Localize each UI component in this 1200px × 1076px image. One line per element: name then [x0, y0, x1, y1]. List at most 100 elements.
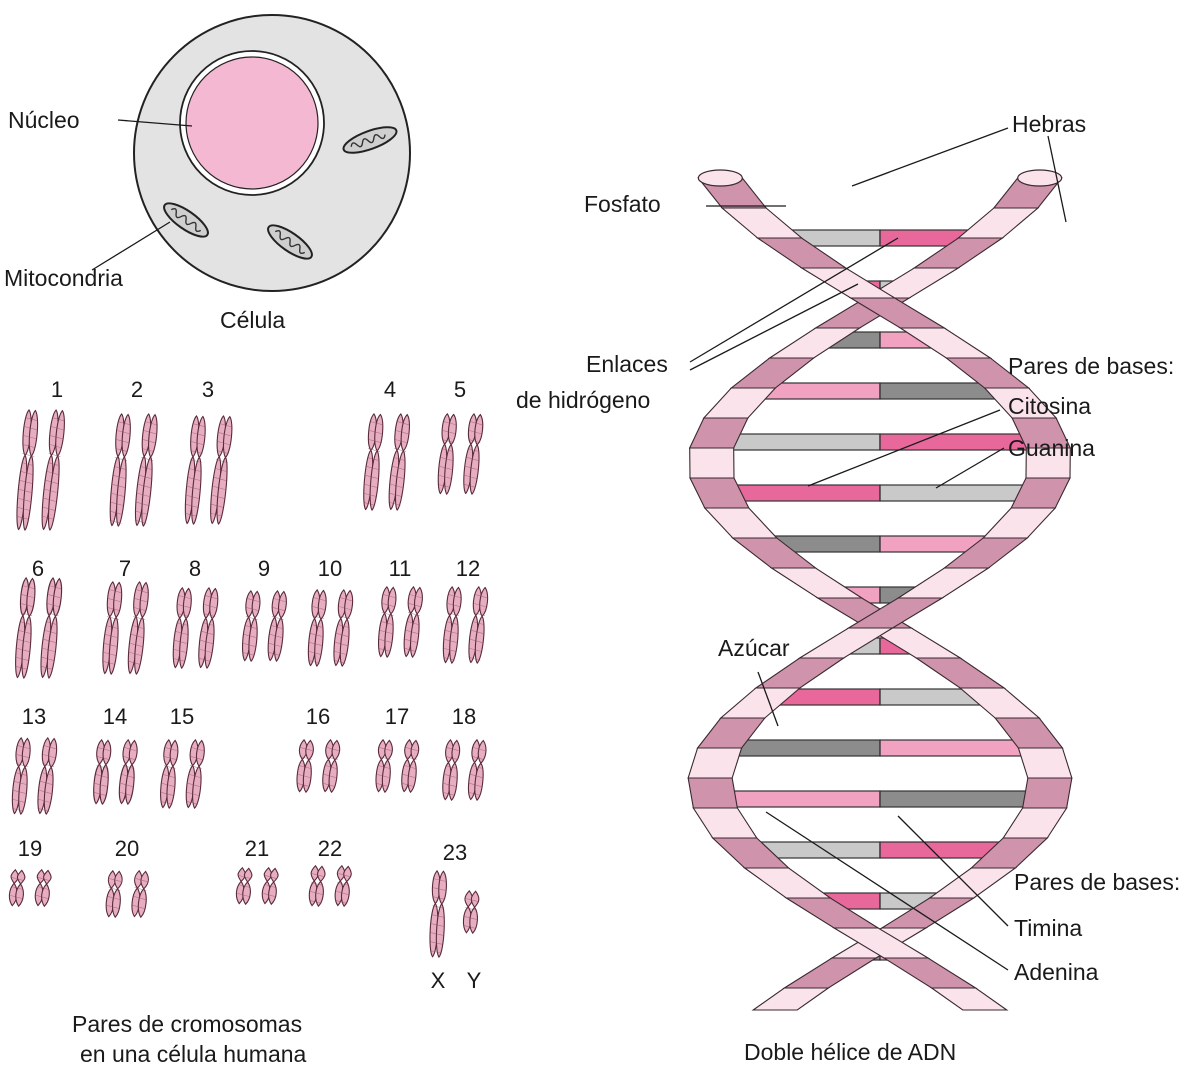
strands-leader-line	[851, 127, 1009, 187]
base-pair	[718, 739, 1042, 757]
phosphate-label: Fosfato	[584, 191, 661, 217]
base-pair	[761, 535, 999, 553]
chromosome	[401, 738, 420, 794]
phosphate-segment	[720, 207, 804, 239]
chromosome-pair-number: 10	[318, 556, 342, 581]
hbonds-leader-line	[689, 237, 899, 363]
chromosome	[210, 415, 233, 525]
chromosome	[334, 864, 352, 908]
chromosome-pair	[184, 415, 233, 525]
chromosome-pair	[377, 585, 423, 659]
karyotype-caption-line-1: Pares de cromosomas	[72, 1011, 302, 1037]
chromosome	[93, 738, 112, 806]
chromosome	[467, 738, 487, 802]
chromosome-pair	[105, 869, 149, 919]
nucleus-leader-line	[117, 119, 193, 127]
guanine-leader-line	[935, 447, 1005, 489]
chromosome	[307, 589, 327, 667]
sugar-segment	[882, 957, 978, 989]
chromosome	[15, 577, 36, 679]
chromosome-pair	[442, 586, 489, 664]
chromosome-pair-number: 21	[245, 836, 269, 861]
chromosome	[198, 587, 219, 669]
strand-end-cap	[697, 169, 743, 187]
chromosome-pair	[15, 577, 63, 679]
phosphate-segment	[687, 747, 743, 779]
mitochondrion	[163, 202, 209, 238]
hbonds-leader-line	[689, 283, 859, 371]
chromosome	[375, 738, 393, 794]
chromosome	[185, 738, 205, 810]
sex-chromosome-y-label: Y	[467, 968, 482, 993]
chromosome	[134, 413, 158, 527]
chromosome-pair-number: 5	[454, 377, 466, 402]
chromosome-pair-number: 17	[385, 704, 409, 729]
phosphate-segment	[929, 987, 1009, 1011]
chromosome-pair	[429, 870, 480, 958]
phosphate-segment	[742, 867, 833, 899]
phosphate-segment	[751, 987, 831, 1011]
chromosome-pair-number: 22	[318, 836, 342, 861]
base-pair	[711, 790, 1049, 808]
cytosine-label: Citosina	[1008, 393, 1091, 419]
chromosome-pair-number: 8	[189, 556, 201, 581]
base-pairs-label-bottom: Pares de bases:	[1014, 869, 1180, 895]
phosphate-segment	[692, 807, 758, 839]
mitochondria-label: Mitocondria	[4, 265, 123, 291]
chromosome	[322, 738, 341, 794]
cell-illustration: Núcleo Mitocondria Célula	[4, 14, 411, 333]
sugar-leader-line	[757, 671, 779, 727]
chromosome-pair-number: 4	[384, 377, 396, 402]
dna-caption: Doble hélice de ADN	[744, 1039, 956, 1065]
sugar-segment	[754, 657, 846, 689]
chromosome	[442, 738, 461, 802]
nucleus-label: Núcleo	[8, 107, 80, 133]
thymine-leader-line	[897, 815, 1009, 927]
phosphate-segment	[702, 387, 777, 419]
hbonds-label-line-2: de hidrógeno	[516, 387, 650, 413]
chromosome	[377, 585, 397, 659]
mitochondrion	[342, 126, 398, 154]
phosphate-segment	[956, 207, 1040, 239]
strands-label: Hebras	[1012, 111, 1086, 137]
dna-leader-lines	[689, 127, 1067, 971]
chromosome	[34, 868, 52, 908]
phosphate-segment	[769, 567, 864, 599]
chromosome	[37, 737, 58, 815]
sex-chromosome-x-label: X	[431, 968, 446, 993]
chromosome	[109, 413, 131, 527]
hbonds-label-line-1: Enlaces	[586, 351, 668, 377]
chromosome-pair	[235, 866, 279, 906]
chromosome-pair	[442, 738, 487, 802]
chromosome-pair-number: 23	[443, 840, 467, 865]
chromosome-pair	[16, 409, 65, 531]
chromosome-pair	[172, 587, 219, 669]
chromosome	[118, 738, 138, 806]
chromosome-pair	[241, 589, 287, 663]
chromosome-pair	[160, 738, 205, 810]
sugar-segment	[1021, 777, 1073, 809]
chromosome	[172, 587, 192, 669]
chromosome-pair-number: 15	[170, 704, 194, 729]
sugar-segment	[914, 657, 1006, 689]
chromosome	[131, 869, 149, 919]
chromosome-pair-number: 1	[51, 377, 63, 402]
adenine-leader-line	[765, 811, 1009, 971]
base-pair	[717, 484, 1043, 502]
chromosome	[160, 738, 179, 810]
chromosome-pair-number: 20	[115, 836, 139, 861]
phosphate-segment	[981, 507, 1057, 539]
base-pair	[765, 688, 995, 706]
chromosome	[333, 589, 354, 667]
sugar-segment	[782, 957, 878, 989]
strands-leader-line	[1047, 135, 1067, 223]
sugar-segment	[689, 477, 750, 509]
sugar-label: Azúcar	[718, 635, 790, 661]
strand-end-cap	[1017, 169, 1063, 187]
phosphate-segment	[896, 567, 991, 599]
chromosome-pair-number: 13	[22, 704, 46, 729]
chromosome	[8, 868, 26, 908]
chromosome	[11, 737, 31, 815]
chromosome	[442, 586, 462, 664]
